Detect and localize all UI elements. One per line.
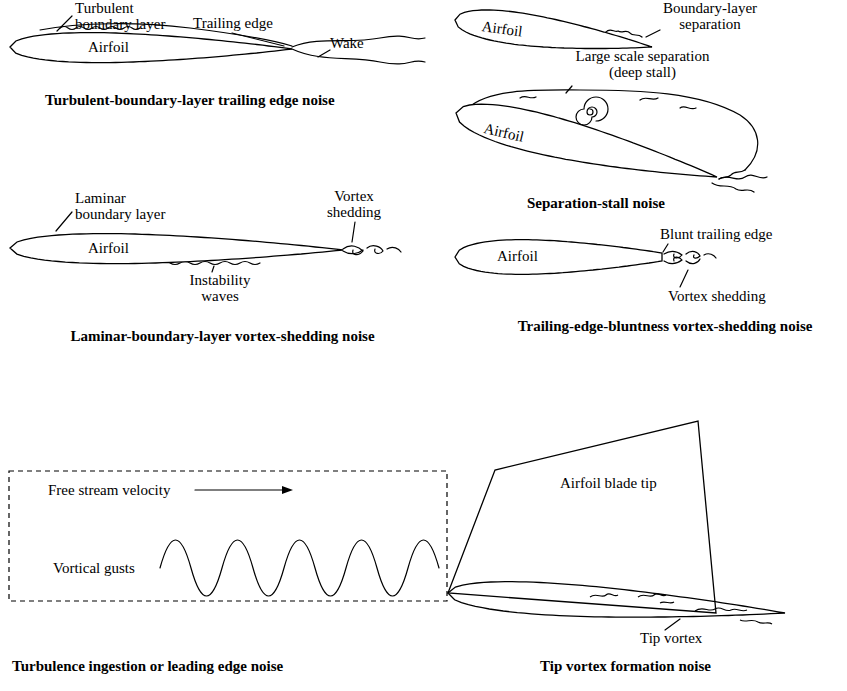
- shape-label: Airfoil: [497, 248, 538, 264]
- vortex-shedding: [343, 250, 363, 254]
- vortex-shedding: [664, 251, 716, 258]
- shape-label: Airfoil: [88, 39, 129, 55]
- leader-line: [646, 30, 660, 37]
- vortex-shedding: [343, 246, 401, 255]
- flow-label: Free stream velocity: [48, 482, 170, 498]
- leader-line: [57, 16, 72, 31]
- leader-line: [680, 270, 688, 287]
- airfoil-shape: Airfoil: [452, 105, 722, 185]
- shape-outline: [452, 105, 722, 185]
- wake-line: [719, 175, 767, 179]
- leader-line: [663, 244, 668, 252]
- figure-caption: Separation-stall noise: [527, 195, 665, 211]
- turbulence-wiggle: [520, 97, 696, 109]
- wake-line: [712, 183, 754, 192]
- callout-label: Boundary-layer separation: [655, 0, 765, 32]
- gust-region: Free stream velocityVortical gusts: [8, 470, 448, 602]
- leader-line: [212, 266, 214, 272]
- figure-caption: Trailing-edge-bluntness vortex-shedding …: [505, 318, 825, 334]
- blade-tip: Airfoil blade tip: [440, 415, 790, 645]
- leader-line: [352, 222, 355, 242]
- callout-label: Vortex shedding: [318, 188, 390, 220]
- callout-label: Vortex shedding: [668, 288, 766, 304]
- figure-caption: Turbulent-boundary-layer trailing edge n…: [45, 92, 335, 108]
- leader-line: [566, 86, 572, 93]
- flow-label: Vortical gusts: [53, 560, 135, 576]
- airfoil-shape: Airfoil: [8, 226, 348, 271]
- callout-label: Trailing edge: [193, 15, 273, 31]
- callout-label: Large scale separation (deep stall): [560, 48, 725, 80]
- shape-outline: [452, 232, 677, 282]
- leader-line: [665, 619, 680, 630]
- flow-arrow: [195, 489, 282, 490]
- shape-outline: [440, 415, 790, 645]
- wake-line: [292, 49, 425, 64]
- shape-outline: [8, 226, 348, 271]
- stall-vortex: [576, 97, 608, 125]
- figure-caption: Laminar-boundary-layer vortex-shedding n…: [70, 328, 375, 344]
- callout-label: Blunt trailing edge: [660, 226, 772, 242]
- shape-label: Airfoil blade tip: [560, 475, 657, 491]
- callout-label: Wake: [330, 35, 364, 51]
- leader-line: [56, 212, 72, 231]
- callout-label: Turbulent boundary layer: [75, 0, 175, 32]
- airfoil-shape: Airfoil: [452, 232, 677, 282]
- arrow-head: [282, 486, 293, 494]
- figure-caption: Turbulence ingestion or leading edge noi…: [12, 658, 283, 674]
- gust-wave: [160, 540, 439, 596]
- leader-line: [318, 50, 330, 57]
- callout-label: Instability waves: [180, 272, 260, 304]
- shape-label: Airfoil: [88, 240, 129, 256]
- callout-label: Laminar boundary layer: [75, 190, 175, 222]
- figure-caption: Tip vortex formation noise: [540, 658, 711, 674]
- vortex-shedding: [664, 257, 700, 264]
- callout-label: Tip vortex: [640, 630, 702, 646]
